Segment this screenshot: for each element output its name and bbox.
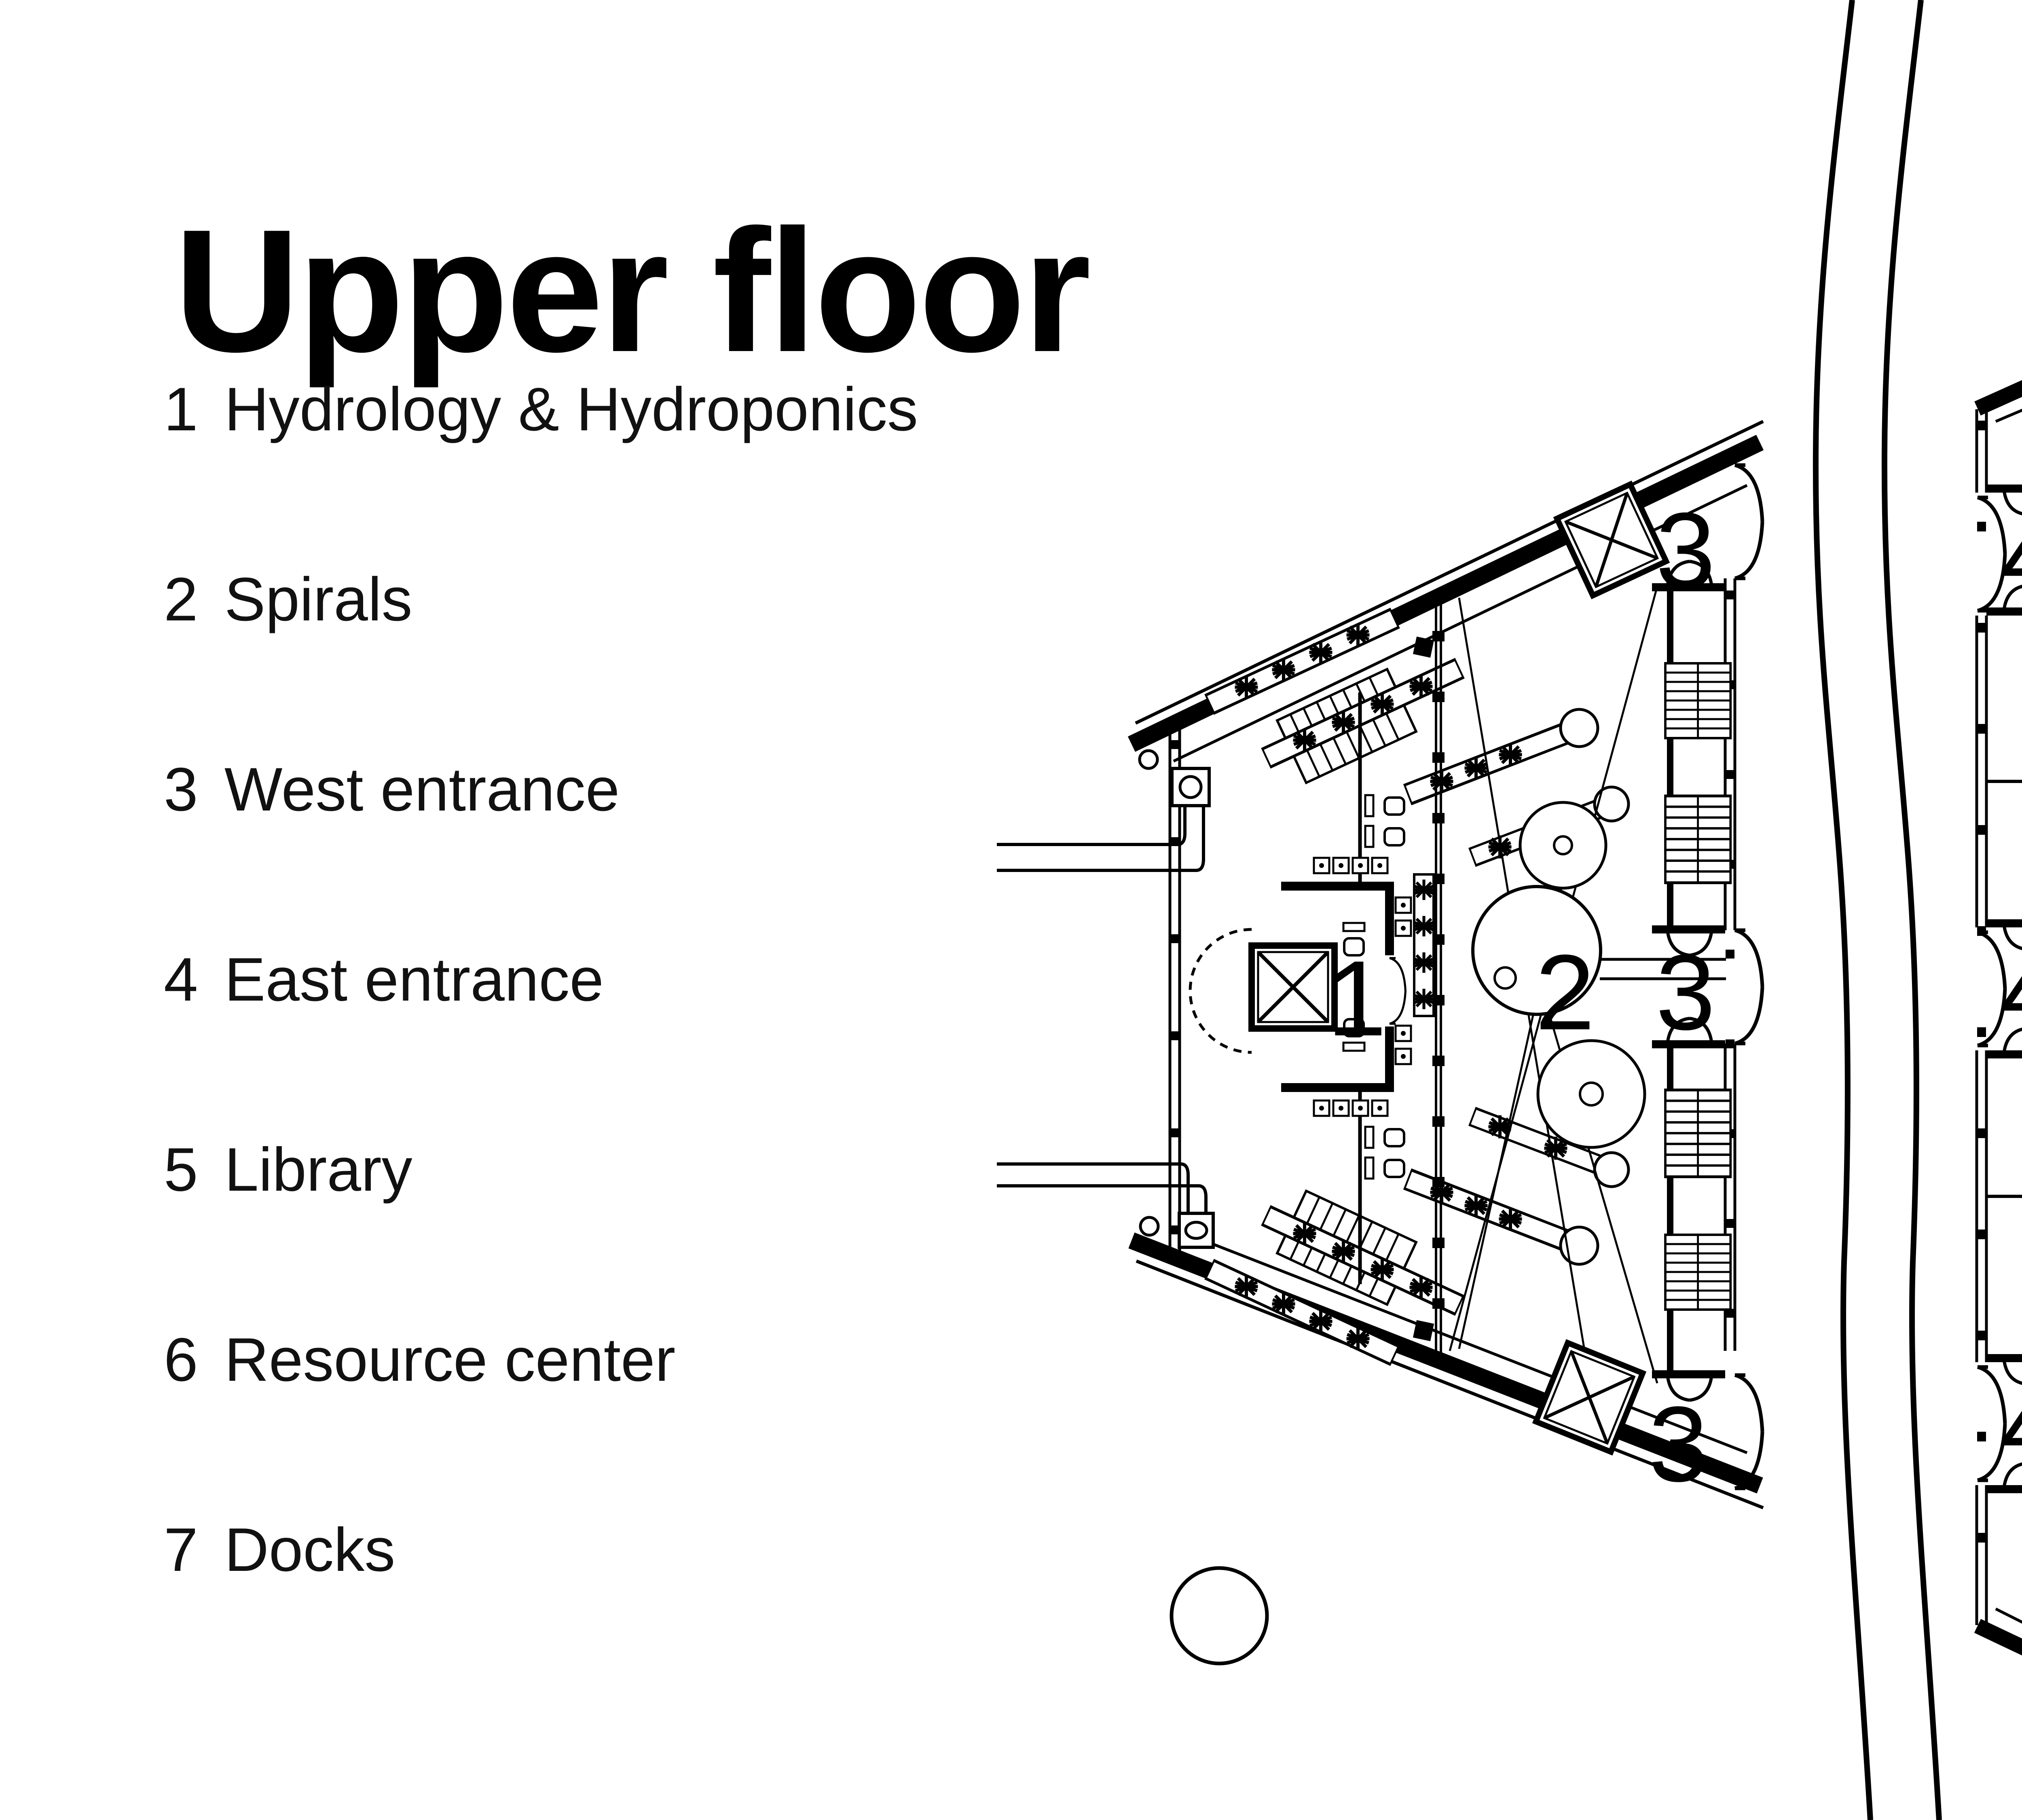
workstation (1342, 922, 1366, 1052)
legend-label: Hydrology & Hydroponics (224, 375, 918, 444)
entrance-bay-east: 4 (1978, 485, 2022, 616)
legend-num: 6 (164, 1325, 198, 1394)
east-entrance-label: 4 (2001, 931, 2022, 1050)
legend-num: 2 (164, 565, 198, 634)
elevator-icon (1248, 942, 1338, 1032)
elevator-icon (1532, 1339, 1647, 1456)
legend-num: 3 (164, 755, 198, 824)
pipe-connection-south (997, 1162, 1215, 1249)
legend-item-library: 5 Library (164, 1134, 412, 1205)
legend-label: Resource center (224, 1325, 676, 1394)
west-glazed-wall (1975, 409, 1988, 1625)
elevator-room: 1 (1189, 858, 1411, 1116)
legend-label: Docks (224, 1515, 396, 1584)
legend-item-docks: 7 Docks (164, 1515, 395, 1585)
column-marker (1413, 636, 1434, 658)
legend-num: 5 (164, 1135, 198, 1204)
legend-item-spirals: 2 Spirals (164, 564, 412, 635)
facade-mullion (1986, 1195, 2022, 1198)
legend-label: Spirals (224, 565, 412, 634)
legend-num: 1 (164, 375, 198, 444)
legend-item-west-entrance: 3 West entrance (164, 754, 620, 825)
site-circle (1170, 1566, 1269, 1666)
hydrology-label: 1 (1327, 939, 1386, 1058)
entrance-bay-east: 4 (1978, 1354, 2022, 1493)
stream-line-west (1813, 0, 1873, 1820)
facade-mullion (1986, 780, 2022, 783)
west-entrance-label: 3 (1656, 491, 1715, 610)
legend-item-hydrology: 1 Hydrology & Hydroponics (164, 374, 918, 445)
legend-item-east-entrance: 4 East entrance (164, 944, 604, 1015)
door-icon (1390, 958, 1405, 1024)
stream-line-east (1881, 0, 1942, 1820)
page-title: Upper floor (174, 193, 1091, 388)
west-entrance-label: 3 (1648, 1384, 1708, 1504)
legend-item-resource-center: 6 Resource center (164, 1325, 675, 1395)
spirals-hall: 2 (1449, 586, 1726, 1392)
legend-label: Library (224, 1135, 412, 1204)
entrance-bay-west: 3 (1648, 1370, 1762, 1504)
legend-num: 7 (164, 1515, 198, 1584)
column-marker (1413, 1320, 1434, 1342)
left-building-plan: 1 2 (997, 420, 1763, 1666)
entrance-bay-west: 3 (1652, 465, 1762, 610)
divider-green-wall (1413, 594, 1445, 1359)
west-entrance-label: 3 (1656, 933, 1715, 1052)
building-walls (1974, 380, 2022, 1656)
entrance-bay-east: 4 (1978, 919, 2022, 1058)
spirals-label: 2 (1535, 933, 1595, 1052)
workstation (1364, 794, 1404, 1180)
elevator-icon (1553, 480, 1670, 599)
west-entrance-zone: 3 3 3 (1532, 465, 1762, 1504)
legend-num: 4 (164, 945, 198, 1014)
entrance-bay-west: 3 (1652, 925, 1762, 1052)
legend-label: West entrance (224, 755, 620, 824)
east-entrance-label: 4 (2001, 496, 2022, 616)
legend-label: East entrance (224, 945, 604, 1014)
door-swing-arc (1189, 928, 1252, 1054)
pipe-connection-north (997, 767, 1211, 872)
stream-path (1813, 0, 1942, 1820)
right-building-plan: 4 4 (1974, 380, 2022, 1656)
east-entrance-label: 4 (2001, 1365, 2022, 1485)
